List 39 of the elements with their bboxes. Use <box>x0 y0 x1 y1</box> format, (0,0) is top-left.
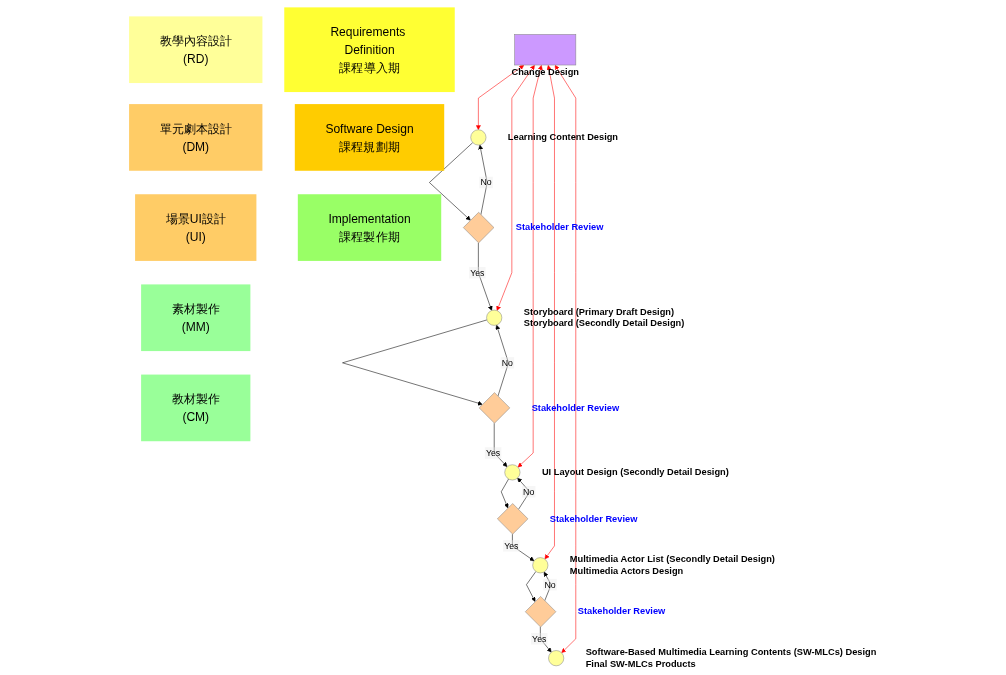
node-box: 教學內容設計 (RD) <box>129 15 263 83</box>
edge-label: No <box>523 486 535 497</box>
node-box: Software Design 課程規劃期 <box>294 103 445 171</box>
node-circle <box>548 649 565 666</box>
edge-label: No <box>480 177 492 188</box>
node-caption: Multimedia Actor List (Secondly Detail Design) <box>569 553 775 564</box>
node-box: Implementation 課程製作期 <box>297 193 442 261</box>
node-box: 素材製作 (MM) <box>141 283 251 351</box>
node-circle <box>486 309 503 326</box>
node-caption: Learning Content Design <box>507 131 619 142</box>
node-circle <box>504 463 521 480</box>
node-box <box>514 33 577 65</box>
node-caption: Stakeholder Review <box>549 513 638 524</box>
node-caption: Software-Based Multimedia Learning Contents (SW-MLCs) Design <box>585 646 877 657</box>
edge-label: Yes <box>532 633 547 644</box>
node-circle <box>470 129 487 145</box>
node-caption: Change Design <box>511 66 579 77</box>
node-box: Requirements Definition 課程導入期 <box>284 6 455 92</box>
edge-label: Yes <box>470 267 485 278</box>
node-caption: Stakeholder Review <box>531 402 620 413</box>
node-caption: UI Layout Design (Secondly Detail Design) <box>541 466 729 477</box>
edge-label: No <box>501 357 513 368</box>
node-circle <box>532 556 549 573</box>
node-caption: Stakeholder Review <box>577 605 666 616</box>
edge-label: No <box>544 579 556 590</box>
node-box: 教材製作 (CM) <box>141 374 251 441</box>
edge-label: Yes <box>504 540 519 551</box>
node-diamond <box>478 391 511 423</box>
node-box: 場景UI設計 (UI) <box>135 193 257 261</box>
edge-label: Yes <box>485 447 501 458</box>
node-diamond <box>497 502 529 534</box>
node-box: 單元劇本設計 (DM) <box>129 103 263 171</box>
node-caption: Multimedia Actors Design <box>569 565 684 576</box>
node-diamond <box>463 211 495 243</box>
node-caption: Final SW-MLCs Products <box>585 658 696 669</box>
node-caption: Storyboard (Secondly Detail Design) <box>523 317 685 328</box>
node-caption: Storyboard (Primary Draft Design) <box>523 306 675 317</box>
node-caption: Stakeholder Review <box>515 221 604 232</box>
node-diamond <box>525 595 557 627</box>
